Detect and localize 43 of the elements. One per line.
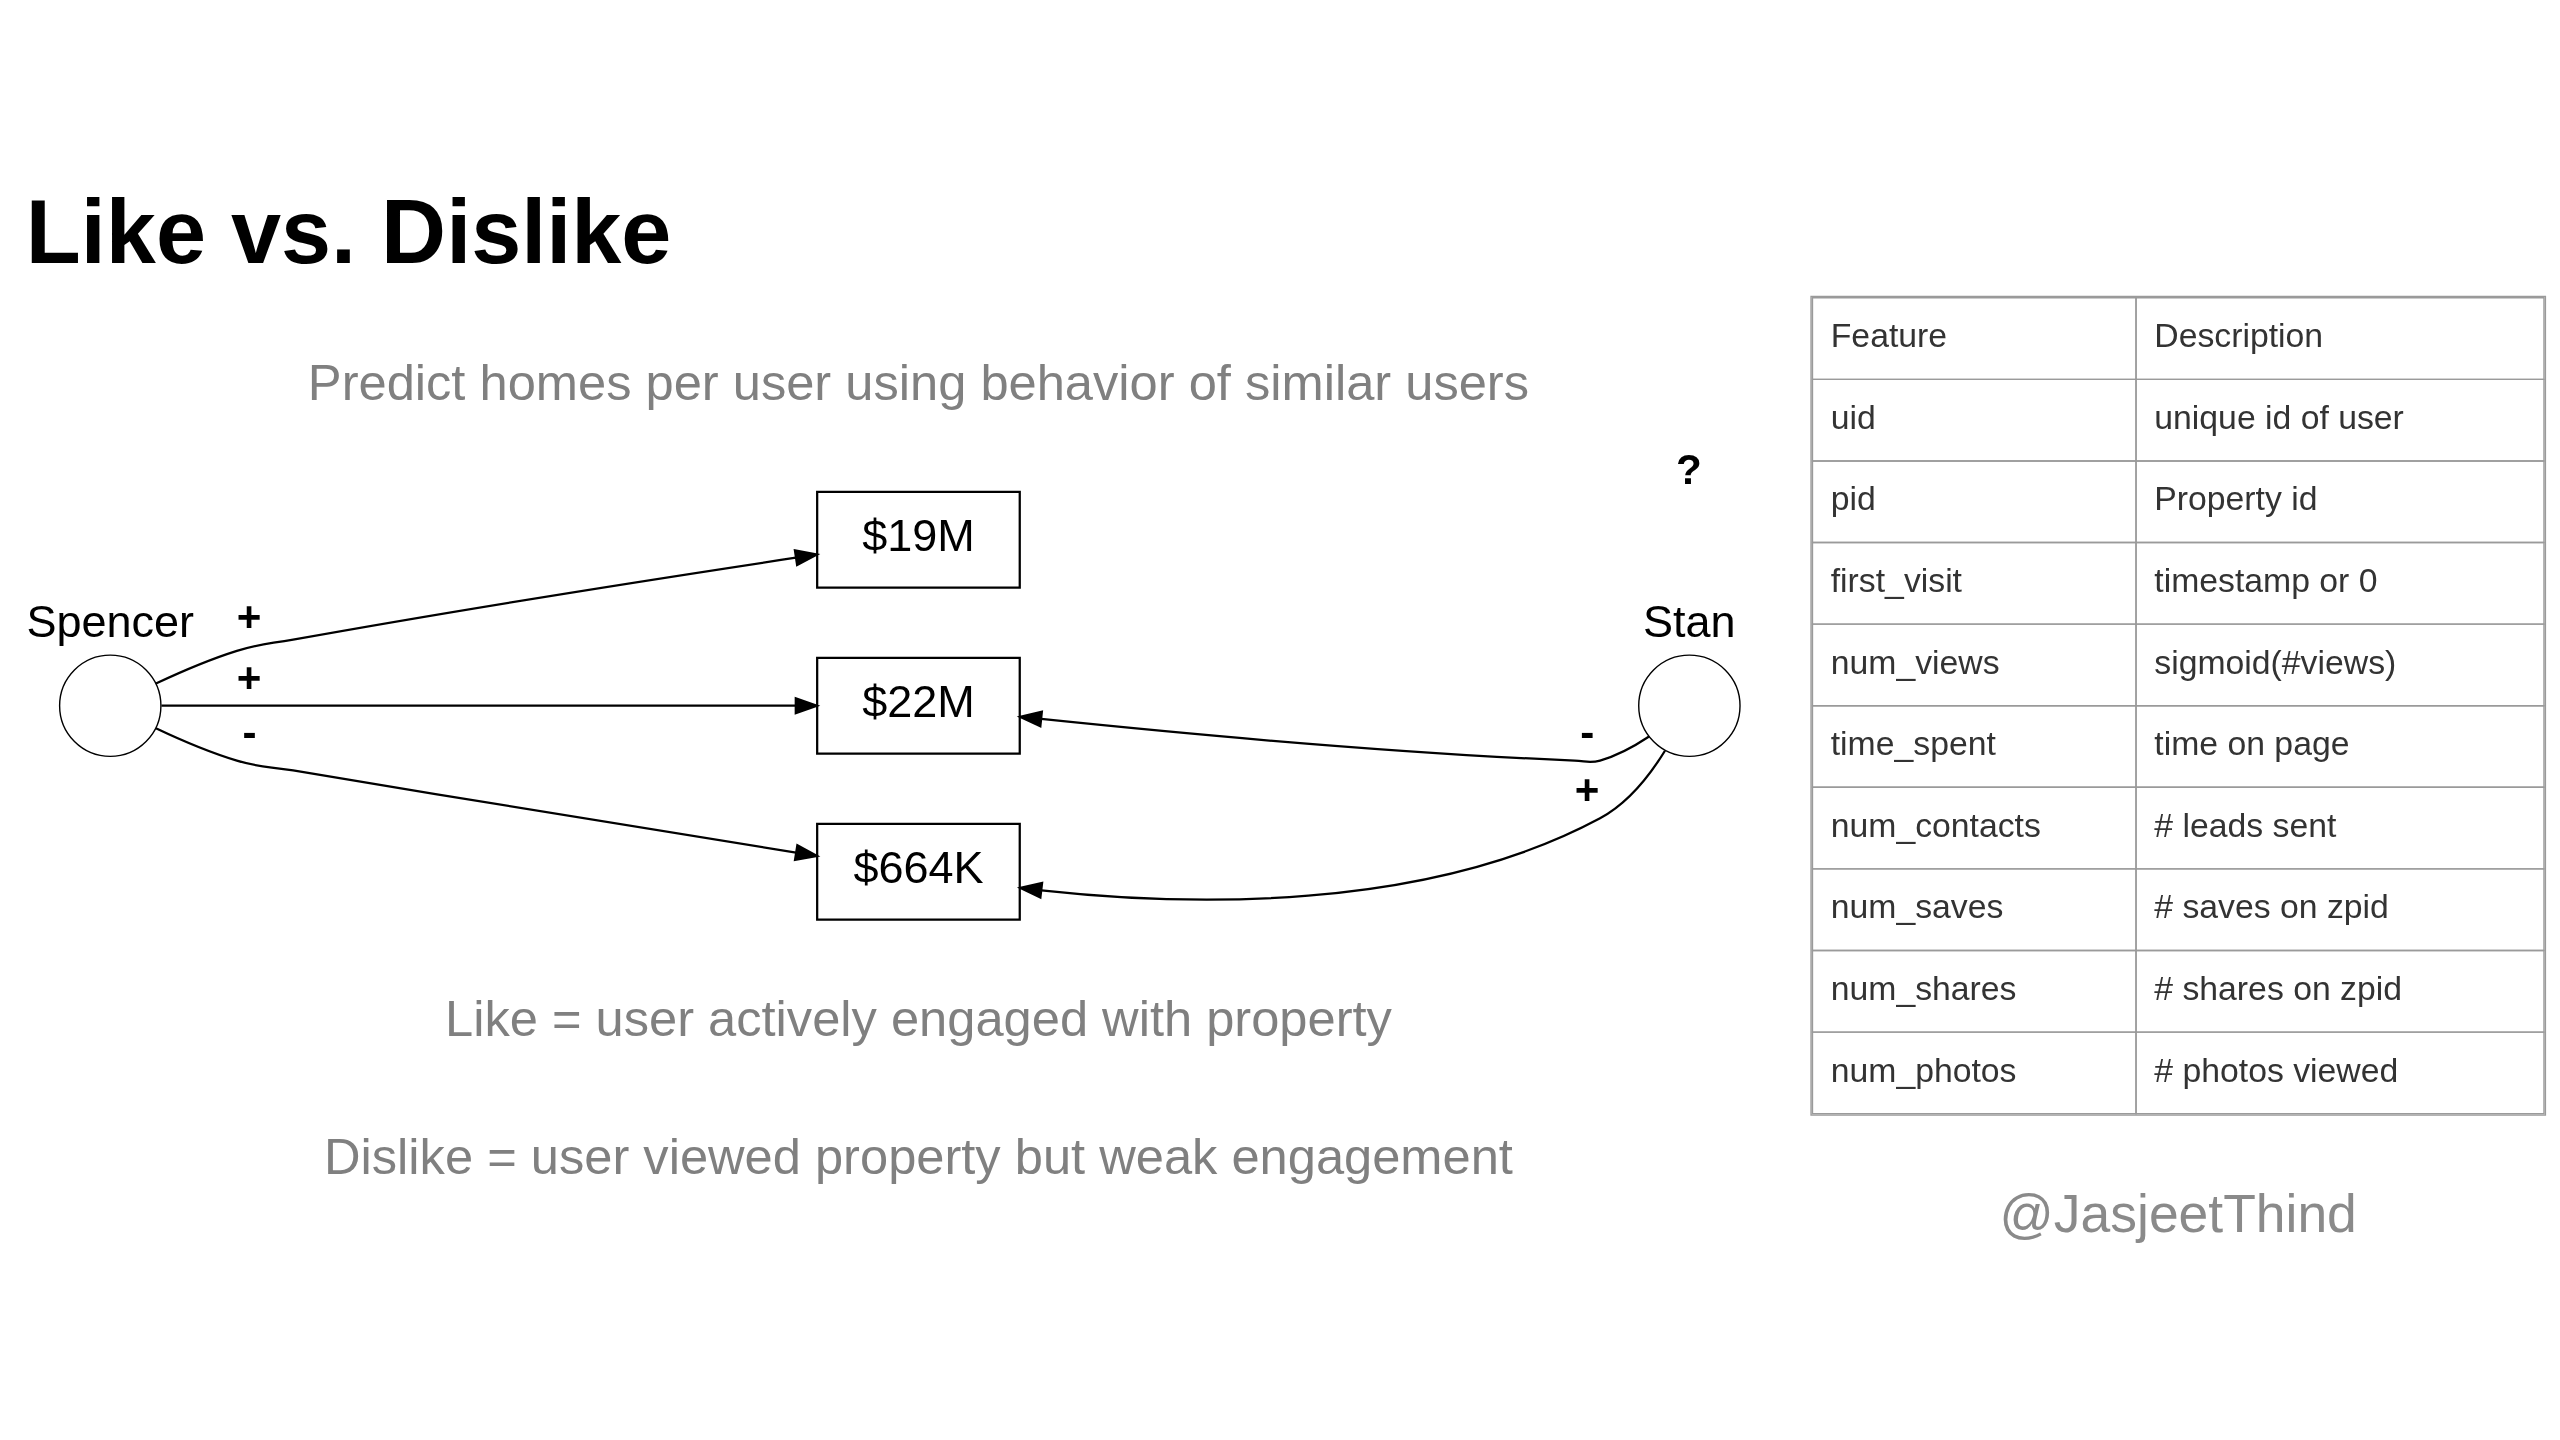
label: Feature — [1830, 315, 1948, 354]
label: num_saves — [1830, 886, 2004, 925]
label: num_views — [1830, 642, 2000, 681]
label: time on page — [2154, 723, 2350, 762]
label: unique id of user — [2154, 397, 2404, 436]
label: # shares on zpid — [2154, 968, 2402, 1007]
label: Dislike = user viewed property but weak engagement — [324, 1127, 1513, 1185]
edge-label: + — [1574, 765, 1600, 813]
arrow — [1016, 709, 1650, 763]
label: Like = user actively engaged with property — [444, 989, 1392, 1047]
label: # saves on zpid — [2154, 886, 2389, 925]
label: num_contacts — [1830, 805, 2041, 844]
arrow — [155, 726, 821, 861]
label: Description — [2154, 315, 2324, 354]
label: num_shares — [1830, 968, 2017, 1007]
label: uid — [1830, 397, 1876, 436]
node-label: Spencer — [26, 595, 195, 647]
label: time_spent — [1830, 723, 1996, 762]
label: Property id — [2154, 478, 2318, 517]
label: num_photos — [1830, 1050, 2017, 1089]
label: ? — [1676, 445, 1702, 493]
edge-label: + — [236, 592, 262, 640]
label: timestamp or 0 — [2154, 560, 2378, 599]
node-circle — [58, 653, 162, 757]
label: first_visit — [1830, 560, 1963, 599]
edge-label: - — [242, 708, 257, 756]
arrow — [161, 696, 821, 715]
diagram-title: Like vs. Dislike — [25, 180, 672, 282]
arrow — [1016, 749, 1666, 901]
node-box: $19M — [816, 490, 1021, 589]
node-box: $22M — [816, 656, 1021, 755]
label: # photos viewed — [2154, 1050, 2399, 1089]
arrow — [155, 548, 821, 685]
label: sigmoid(#views) — [2154, 642, 2397, 681]
label: # leads sent — [2154, 805, 2337, 844]
edge-label: - — [1580, 708, 1595, 756]
edge-label: + — [236, 653, 262, 701]
node-label: Stan — [1643, 595, 1736, 647]
node-circle — [1638, 653, 1741, 757]
label: pid — [1830, 478, 1876, 517]
node-box: $664K — [816, 822, 1021, 921]
label: @JasjeetThind — [1999, 1183, 2357, 1243]
label: Predict homes per user using behavior of similar users — [307, 353, 1530, 411]
